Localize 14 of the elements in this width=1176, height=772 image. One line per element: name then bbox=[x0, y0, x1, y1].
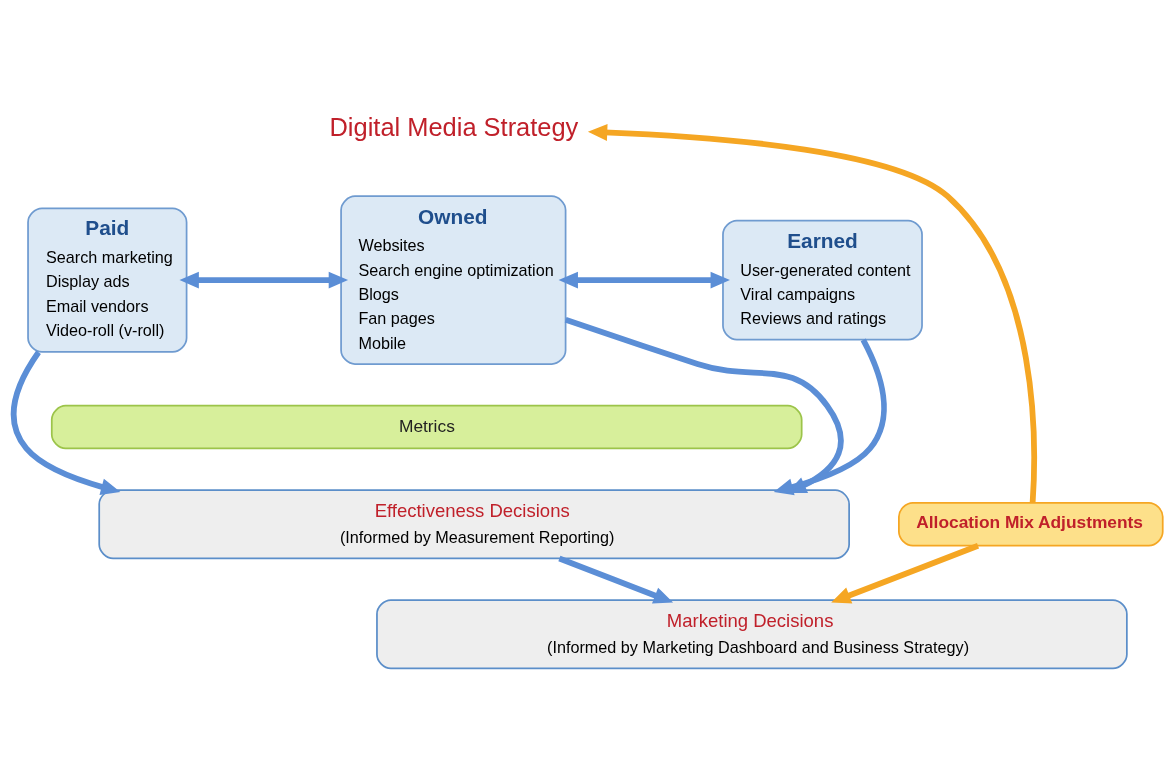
arrow bbox=[179, 271, 349, 289]
node-box: Effectiveness Decisions (Informed by Measurement Reporting) bbox=[98, 489, 850, 560]
node-box: Earned User-generated content Viral campaigns Reviews and ratings bbox=[722, 219, 923, 341]
node-box: Marketing Decisions (Informed by Marketing Dashboard and Business Strategy) bbox=[376, 599, 1128, 670]
arrow bbox=[558, 555, 674, 604]
arrow bbox=[11, 350, 121, 496]
arrow bbox=[587, 123, 1037, 503]
node-box: Owned Websites Search engine optimization Blogs Fan pages Mobile bbox=[340, 195, 567, 365]
node-box: Paid Search marketing Display ads Email vendors Video-roll (v-roll) bbox=[27, 207, 188, 353]
node-box: Metrics bbox=[50, 404, 803, 450]
node-box: Allocation Mix Adjustments bbox=[898, 502, 1164, 547]
node-text: Digital Media Strategy bbox=[329, 112, 579, 141]
arrow bbox=[831, 543, 980, 604]
arrow bbox=[558, 271, 730, 289]
